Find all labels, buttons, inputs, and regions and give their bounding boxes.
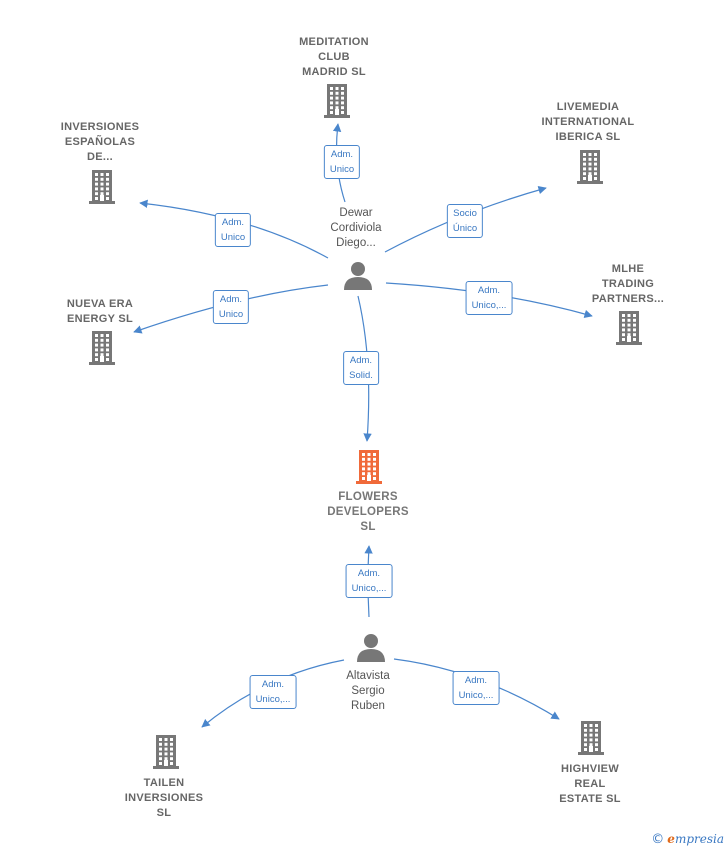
node-label-line: SL (360, 521, 376, 533)
edge-label-dewar-nuevaera[interactable]: Adm. Unico (212, 290, 250, 324)
building-icon-meditation[interactable] (324, 84, 350, 118)
edge-label-dewar-meditation[interactable]: Adm. Unico (323, 145, 361, 179)
edge-label-dewar-mlhe[interactable]: Adm. Unico,... (465, 281, 513, 315)
node-label-line: MADRID SL (302, 66, 366, 78)
node-label-line: TAILEN (143, 777, 185, 789)
node-label-line: Altavista (346, 670, 390, 682)
node-label-line: ESTATE SL (559, 793, 621, 805)
node-label-line: ENERGY SL (66, 313, 134, 325)
edge-label-line: Unico,... (471, 300, 507, 311)
edge-label-line: Unico,... (458, 690, 494, 701)
node-label-line: MEDITATION (299, 36, 369, 48)
node-label-nuevaera[interactable]: NUEVA ERA ENERGY SL (67, 297, 133, 327)
node-label-line: DE... (87, 151, 113, 163)
edge-label-line: Adm. (330, 149, 354, 160)
node-label-inversiones[interactable]: INVERSIONES ESPAÑOLAS DE... (61, 120, 140, 165)
node-label-line: ESPAÑOLAS (64, 136, 136, 148)
node-label-highview[interactable]: HIGHVIEW REAL ESTATE SL (559, 762, 621, 807)
building-icon-flowers[interactable] (356, 450, 382, 484)
edge-label-dewar-flowers[interactable]: Adm. Solid. (343, 351, 379, 385)
node-label-line: INVERSIONES (60, 121, 140, 133)
node-label-line: HIGHVIEW (560, 763, 620, 775)
building-icon-nuevaera[interactable] (89, 331, 115, 365)
node-label-line: Cordiviola (330, 222, 382, 234)
edge-label-line: Unico,... (351, 583, 387, 594)
node-label-mlhe[interactable]: MLHE TRADING PARTNERS... (592, 262, 664, 307)
edge-label-line: Adm. (349, 355, 373, 366)
edge-label-line: Adm. (357, 568, 381, 579)
node-label-line: FLOWERS (338, 491, 398, 503)
copyright-symbol: © (651, 832, 665, 847)
building-icon-livemedia[interactable] (577, 150, 603, 184)
edge-label-altavista-highview[interactable]: Adm. Unico,... (452, 671, 500, 705)
node-label-line: Dewar (339, 207, 373, 219)
person-icon-altavista[interactable] (357, 634, 385, 662)
node-label-tailen[interactable]: TAILEN INVERSIONES SL (125, 776, 204, 821)
node-label-line: INTERNATIONAL (541, 116, 635, 128)
building-icon-tailen[interactable] (153, 735, 179, 769)
building-icon-inversiones[interactable] (89, 170, 115, 204)
node-label-line: DEVELOPERS (327, 506, 409, 518)
edge-label-line: Adm. (219, 294, 243, 305)
node-label-line: TRADING (601, 278, 655, 290)
node-label-flowers[interactable]: FLOWERS DEVELOPERS SL (327, 490, 409, 535)
empresia-logo: ©empresia (651, 832, 724, 847)
node-label-line: LIVEMEDIA (556, 101, 620, 113)
edge-label-line: Unico (218, 309, 244, 320)
person-icon-dewar[interactable] (344, 262, 372, 290)
node-label-line: Sergio (351, 685, 385, 697)
node-label-line: NUEVA ERA (66, 298, 134, 310)
node-label-livemedia[interactable]: LIVEMEDIA INTERNATIONAL IBERICA SL (542, 100, 635, 145)
node-label-line: Diego... (336, 237, 376, 249)
edge-label-line: Adm. (477, 285, 501, 296)
edge-label-line: Adm. (221, 217, 245, 228)
brand-name: mpresia (674, 832, 724, 846)
building-icon-highview[interactable] (578, 721, 604, 755)
edge-label-line: Socio (453, 208, 477, 219)
node-label-line: PARTNERS... (591, 293, 665, 305)
node-label-line: SL (156, 807, 172, 819)
edge-label-line: Adm. (261, 679, 285, 690)
edge-label-dewar-inversiones[interactable]: Adm. Unico (214, 213, 252, 247)
node-label-line: Ruben (351, 700, 385, 712)
brand-first-letter: e (667, 832, 675, 846)
edge-label-line: Único (452, 223, 478, 234)
node-label-line: IBERICA SL (555, 131, 621, 143)
edge-label-line: Unico (220, 232, 246, 243)
node-label-meditation[interactable]: MEDITATION CLUB MADRID SL (299, 35, 369, 80)
edge-label-line: Unico,... (255, 694, 291, 705)
edge-label-altavista-tailen[interactable]: Adm. Unico,... (249, 675, 297, 709)
node-label-line: MLHE (611, 263, 645, 275)
edge-label-line: Unico (329, 164, 355, 175)
edge-label-line: Adm. (464, 675, 488, 686)
building-icon-mlhe[interactable] (616, 311, 642, 345)
edge-label-line: Solid. (349, 370, 373, 381)
node-label-line: REAL (574, 778, 606, 790)
edge-label-altavista-flowers[interactable]: Adm. Unico,... (345, 564, 393, 598)
node-label-line: CLUB (318, 51, 350, 63)
node-label-line: INVERSIONES (124, 792, 204, 804)
